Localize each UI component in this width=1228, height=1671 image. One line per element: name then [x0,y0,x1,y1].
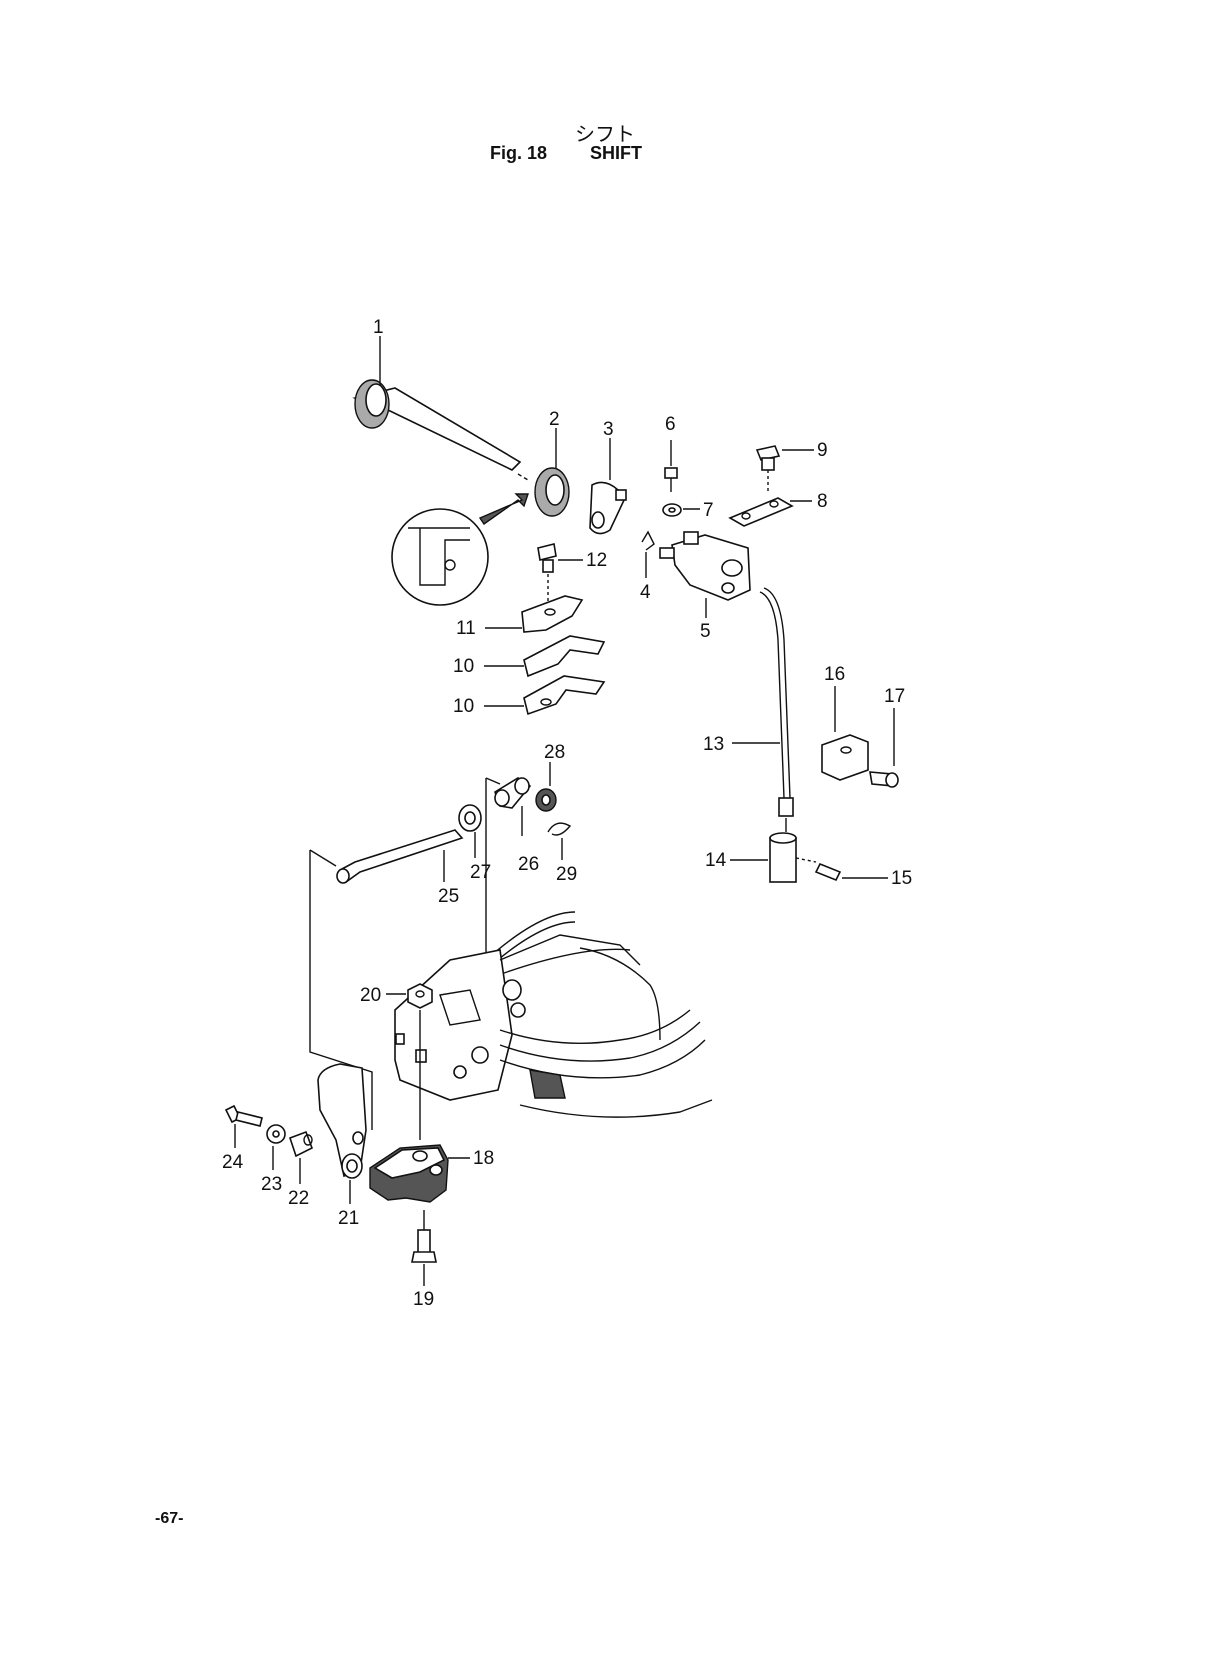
part-6-screw [664,467,678,492]
callout-10-lower: 10 [453,696,474,717]
callout-17: 17 [884,686,905,707]
part-17-screw [869,771,899,788]
part-18-crank [369,1144,449,1203]
part-12-bolt [537,543,557,604]
part-1-shift-rod [352,379,529,481]
part-4-clip [641,530,655,551]
figure-title: SHIFT [590,143,642,163]
part-22-bushing [288,1130,314,1158]
callout-2: 2 [549,409,560,430]
part-24-bolt [224,1104,263,1127]
part-5-shift-bracket [659,531,751,601]
callout-6: 6 [665,414,676,435]
part-29-clip [547,822,572,836]
part-15-pin [814,862,842,882]
callout-19: 19 [413,1289,434,1310]
part-26-link [494,777,532,809]
callout-4: 4 [640,582,651,603]
part-14-sleeve [769,832,817,883]
title-japanese: シフト [575,122,635,146]
callout-27: 27 [470,862,491,883]
callout-3: 3 [603,419,614,440]
callout-29: 29 [556,864,577,885]
part-20-nut [407,983,433,1009]
part-23-washer [266,1124,286,1144]
part-25-link-rod [336,829,464,884]
callout-25: 25 [438,886,459,907]
part-8-plate [728,497,794,527]
callout-1: 1 [373,317,384,338]
figure-number: Fig. 18 [490,143,548,163]
callout-8: 8 [817,491,828,512]
callout-10-upper: 10 [453,656,474,677]
callout-28: 28 [544,742,565,763]
callout-16: 16 [824,664,845,685]
callout-9: 9 [817,440,828,461]
callout-24: 24 [222,1152,244,1173]
part-10-plate-lower [523,675,606,716]
callout-5: 5 [700,621,711,642]
callout-14: 14 [705,850,727,871]
assembly-leader-left [309,850,373,1130]
part-21-shift-arm [317,1063,367,1179]
part-28-washer [535,788,557,812]
part-16-block [821,734,869,781]
callout-20: 20 [360,985,381,1006]
part-9-bolt [755,445,781,494]
part-19-bolt [411,1210,437,1263]
part-13-shift-rod [759,587,794,832]
page-number: -67- [155,1510,184,1527]
callout-12: 12 [586,550,607,571]
part-3-shift-arm [589,481,627,535]
callout-7: 7 [703,500,714,521]
callout-22: 22 [288,1188,309,1209]
callout-26: 26 [518,854,539,875]
callout-18: 18 [473,1148,494,1169]
part-11-plate [521,595,584,633]
part-7-washer [662,503,682,517]
callout-11: 11 [456,618,476,639]
callout-23: 23 [261,1174,282,1195]
part-27-collar [458,804,482,832]
part-2-seal [534,467,570,517]
lower-casing-assembly [394,911,713,1118]
detail-inset-circle [391,493,529,606]
part-10-plate-upper [523,635,606,678]
callout-13: 13 [703,734,724,755]
callout-21: 21 [338,1208,359,1229]
callout-15: 15 [891,868,912,889]
